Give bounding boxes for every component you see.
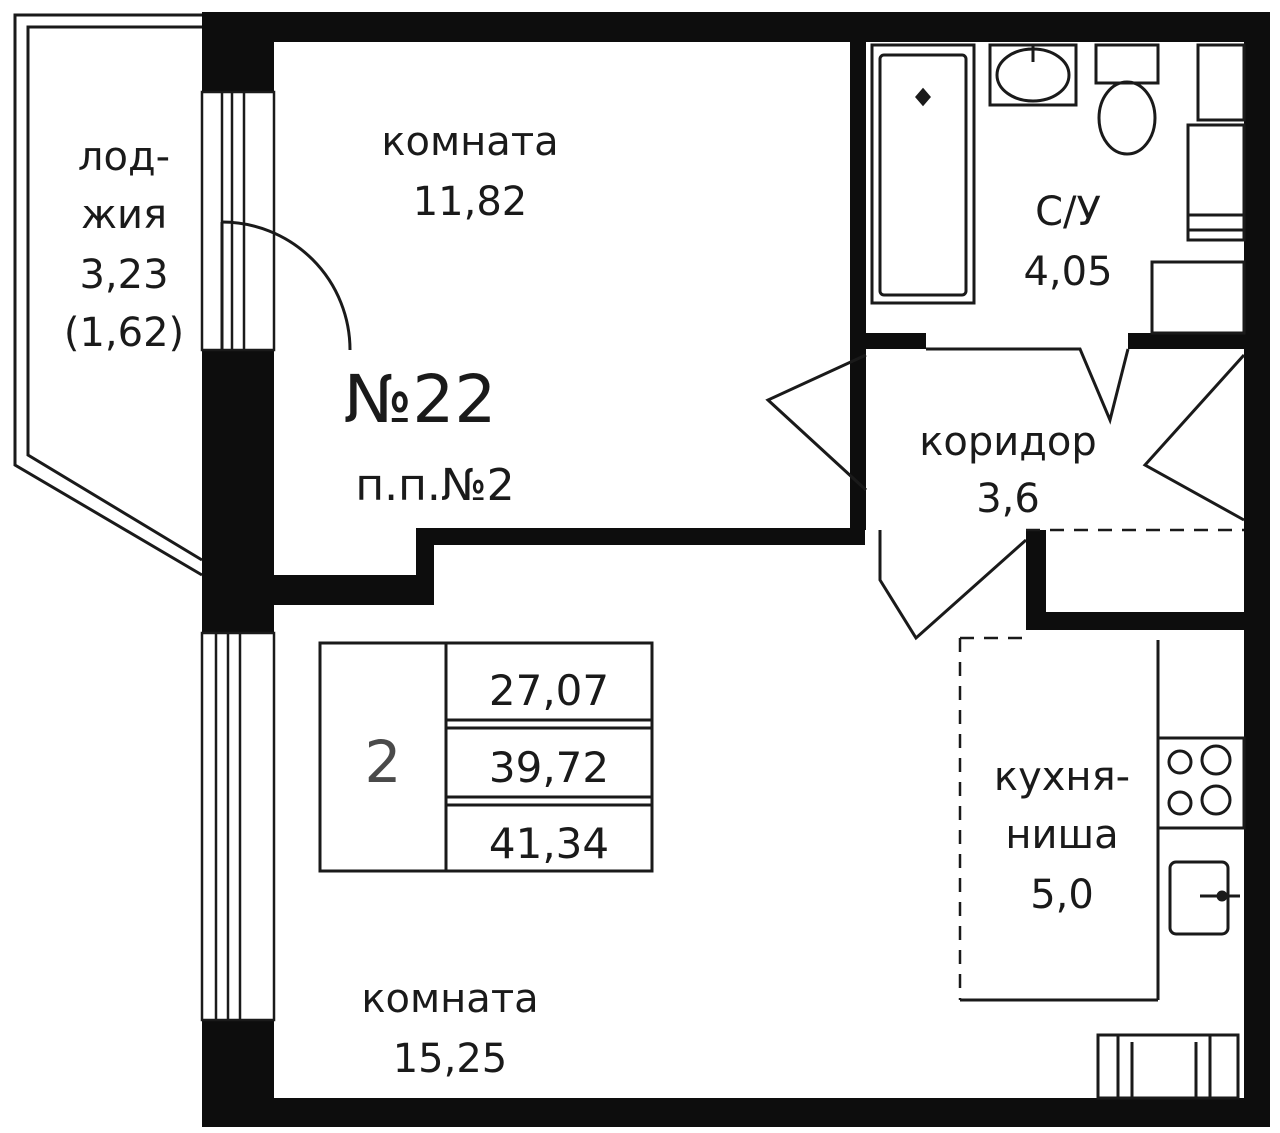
room-upper-name: комната bbox=[381, 119, 558, 165]
bath-cabinet bbox=[1150, 260, 1246, 335]
room-upper-label: комната 11,82 bbox=[381, 119, 558, 225]
room-upper-area: 11,82 bbox=[413, 179, 528, 225]
kitchen-name-line2: ниша bbox=[1005, 812, 1118, 858]
corridor-doors bbox=[765, 347, 1246, 641]
bathroom-area: 4,05 bbox=[1023, 249, 1112, 295]
dashed-lines bbox=[958, 528, 1244, 1000]
rooms-count: 2 bbox=[365, 728, 402, 796]
interior-walls bbox=[274, 42, 1244, 630]
bathroom-label: С/У 4,05 bbox=[1023, 189, 1112, 295]
radiator bbox=[1096, 1033, 1240, 1100]
loggia-name-line1: лод- bbox=[78, 134, 170, 180]
summary-table bbox=[318, 641, 654, 873]
entrance-number: п.п.№2 bbox=[355, 460, 514, 511]
loggia-door bbox=[220, 220, 352, 351]
loggia-outline bbox=[13, 13, 203, 577]
bathtub bbox=[870, 43, 976, 305]
corridor-label: коридор 3,6 bbox=[919, 419, 1097, 522]
room-lower-area: 15,25 bbox=[393, 1036, 508, 1082]
room-lower-label: комната 15,25 bbox=[361, 976, 538, 1082]
room-lower-name: комната bbox=[361, 976, 538, 1022]
living-area: 27,07 bbox=[489, 666, 609, 715]
apartment-number: №22 bbox=[344, 361, 497, 438]
summary-values: 2 27,07 39,72 41,34 bbox=[365, 666, 610, 868]
walls bbox=[202, 12, 1270, 1127]
washing-machine bbox=[1186, 43, 1246, 242]
loggia-label: лод- жия 3,23 (1,62) bbox=[64, 134, 184, 356]
total-with-loggia: 41,34 bbox=[489, 819, 609, 868]
window-upper bbox=[200, 90, 276, 352]
toilet bbox=[1094, 43, 1160, 156]
sink bbox=[988, 43, 1078, 107]
kitchen-area: 5,0 bbox=[1030, 872, 1094, 918]
total-area: 39,72 bbox=[489, 743, 609, 792]
kitchen-name-line1: кухня- bbox=[994, 754, 1130, 800]
stove-icon bbox=[1156, 736, 1246, 830]
corridor-area: 3,6 bbox=[976, 476, 1040, 522]
corridor-name: коридор bbox=[919, 419, 1097, 465]
loggia-area: 3,23 bbox=[79, 252, 168, 298]
kitchen-label: кухня- ниша 5,0 bbox=[994, 754, 1130, 918]
loggia-area-reduced: (1,62) bbox=[64, 310, 184, 356]
kitchen-sink-icon bbox=[1168, 860, 1240, 936]
loggia-name-line2: жия bbox=[81, 192, 167, 238]
bathroom-name: С/У bbox=[1035, 189, 1101, 235]
window-lower bbox=[200, 631, 276, 1022]
